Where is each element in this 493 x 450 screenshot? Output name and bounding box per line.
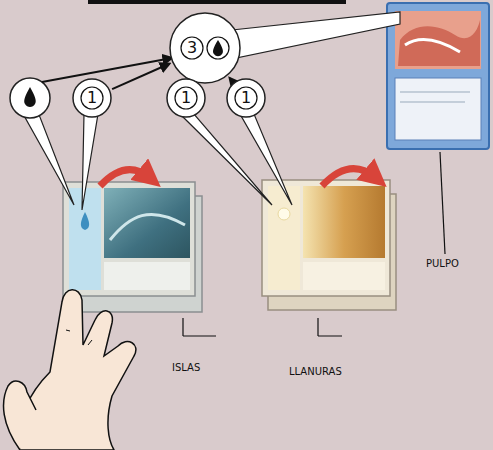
blue-mana-bubble <box>10 78 50 118</box>
tap-arrow <box>322 169 376 186</box>
mana-number: 1 <box>175 87 197 109</box>
mana-number: 1 <box>235 87 257 109</box>
callout-tail <box>232 12 400 58</box>
mana-arrow <box>42 58 172 82</box>
mana-bubble: 1 <box>226 78 266 118</box>
plains-cards <box>262 180 396 310</box>
callout-tail <box>240 114 292 205</box>
callout-tail <box>82 114 98 210</box>
leader-line <box>318 318 342 336</box>
part-label: ISLAS <box>172 362 200 373</box>
tap-arrow <box>100 170 150 186</box>
hand <box>4 290 136 450</box>
part-label: PULPO <box>426 258 459 269</box>
leader-line <box>183 318 216 336</box>
mana-bubble: 1 <box>166 78 206 118</box>
mana-arrow <box>230 78 232 81</box>
mana-number: 3 <box>181 37 203 59</box>
callout-tail <box>22 112 74 205</box>
leader-line <box>440 152 445 254</box>
mana-arrow <box>112 64 169 89</box>
mana-cost-circle: 3 <box>169 12 241 84</box>
mana-bubble: 1 <box>72 78 112 118</box>
part-label: LLANURAS <box>289 366 342 377</box>
mana-number: 1 <box>81 87 103 109</box>
octopus-card <box>387 3 489 149</box>
title-underline <box>88 0 346 4</box>
circle-outline <box>169 12 241 84</box>
